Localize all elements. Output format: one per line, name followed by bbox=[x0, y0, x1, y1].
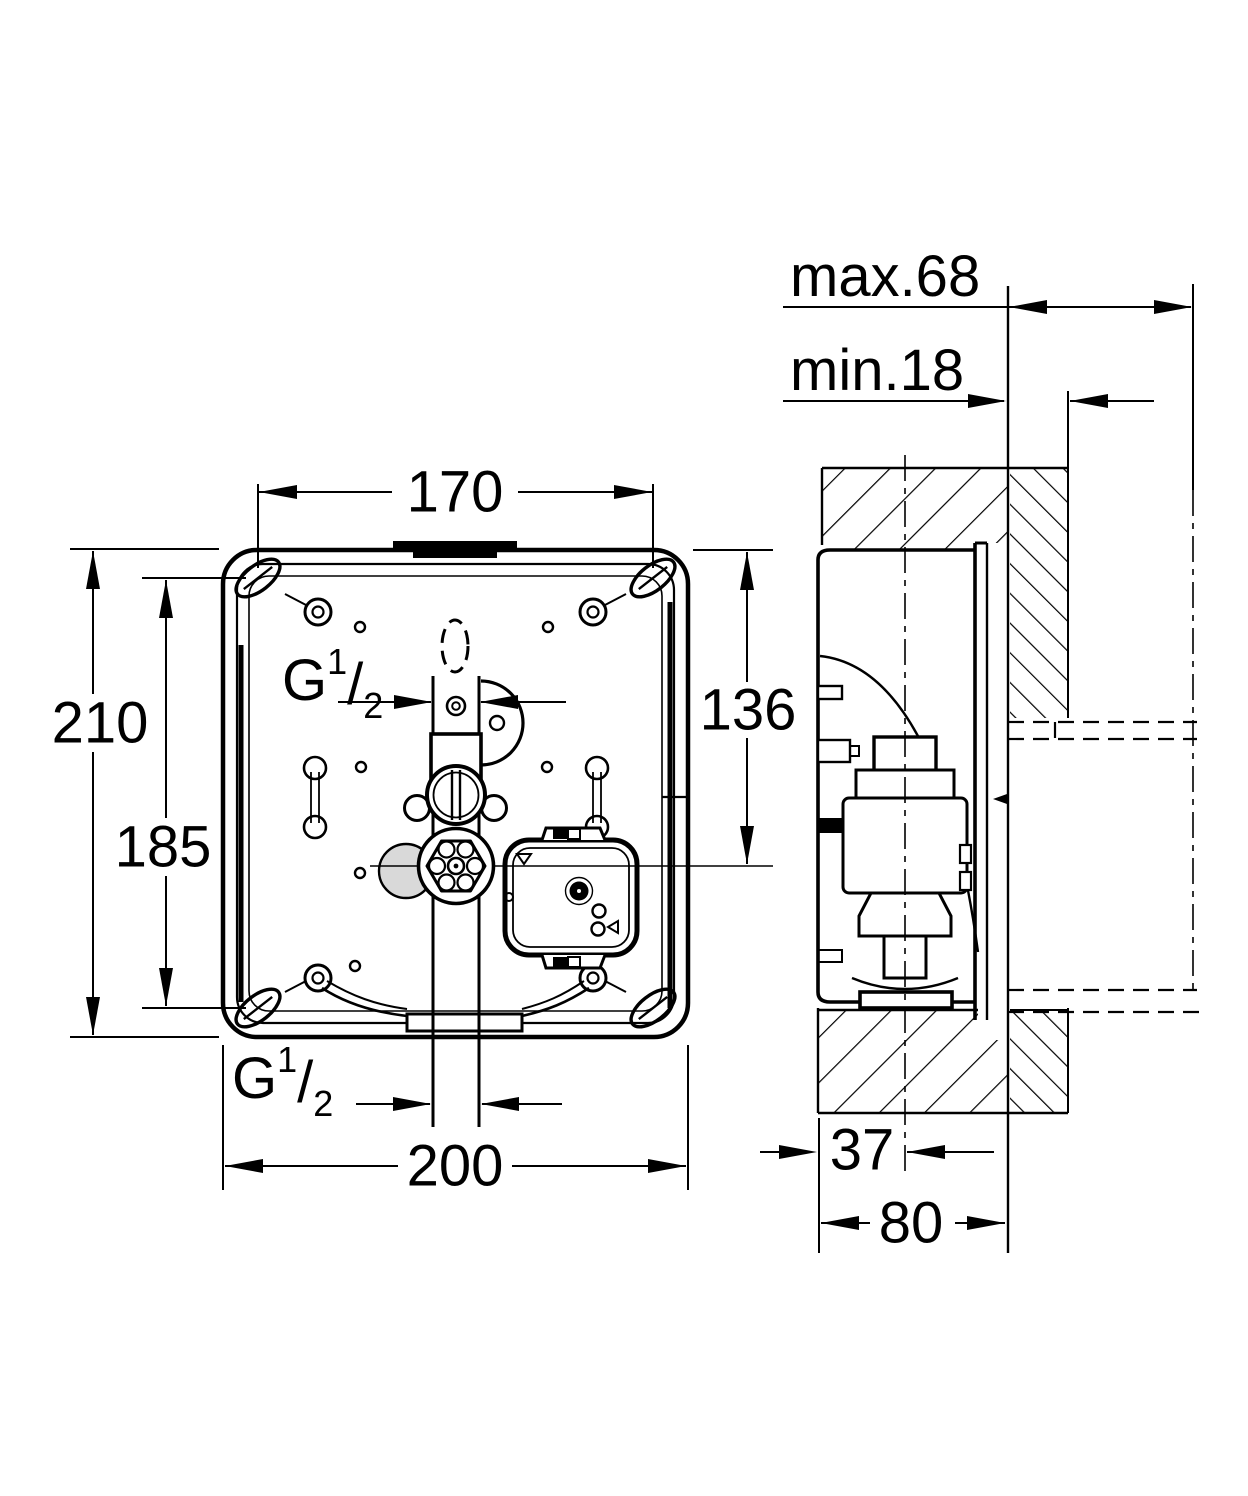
dim-210-label: 210 bbox=[52, 691, 149, 756]
slot-hole bbox=[629, 557, 677, 599]
dim-185: 185 bbox=[115, 577, 246, 1009]
solenoid-unit bbox=[502, 826, 640, 970]
front-view: 170 210 185 bbox=[52, 460, 797, 1199]
connector-tab-bottom bbox=[540, 954, 607, 970]
dim-max68: max.68 bbox=[783, 244, 1192, 314]
screw-boss bbox=[303, 963, 333, 993]
seam-pointer bbox=[993, 794, 1007, 804]
corner-slots bbox=[234, 557, 677, 1029]
orientation-mark bbox=[515, 853, 533, 866]
top-tab bbox=[393, 541, 517, 558]
hex-adjuster bbox=[416, 826, 496, 906]
screw-bosses bbox=[284, 593, 627, 993]
dimensions-side: max.68 min.18 37 bbox=[760, 244, 1192, 1256]
dim-185-label: 185 bbox=[115, 815, 212, 880]
thread-size-label-top: G1/2 bbox=[282, 641, 383, 726]
hidden-pipe bbox=[1008, 720, 1200, 1014]
dim-min18-label: min.18 bbox=[790, 338, 964, 403]
slot-hole bbox=[629, 987, 677, 1029]
dim-200-label: 200 bbox=[407, 1134, 504, 1199]
side-view: max.68 min.18 37 bbox=[760, 244, 1200, 1256]
wall-hatch-top bbox=[822, 468, 1008, 550]
box-section bbox=[816, 541, 1007, 1020]
wall-section bbox=[816, 391, 1069, 1115]
thread-size-label-bottom: G1/2 bbox=[232, 1039, 333, 1124]
dim-min18: min.18 bbox=[783, 338, 1154, 408]
swivel-arc bbox=[480, 679, 525, 767]
arrow-mark bbox=[606, 919, 619, 935]
dim-thread-bottom: G1/2 bbox=[232, 1039, 562, 1124]
slot-hole bbox=[234, 987, 282, 1029]
dim-170-label: 170 bbox=[407, 460, 504, 525]
connector-tab-top bbox=[540, 826, 607, 841]
dim-thread-top: G1/2 bbox=[282, 641, 566, 726]
wall-hatch-bottom bbox=[818, 1010, 1008, 1113]
stop-valve bbox=[425, 764, 487, 826]
dimensions-front: 170 210 185 bbox=[52, 460, 797, 1199]
knockout-oval bbox=[440, 618, 470, 674]
mounting-frame bbox=[220, 541, 691, 1040]
valve-body-section bbox=[841, 735, 973, 991]
finish-hatch-top bbox=[1010, 468, 1068, 718]
slot-hole bbox=[234, 557, 282, 599]
dim-200: 200 bbox=[222, 1045, 689, 1199]
dim-210: 210 bbox=[52, 548, 219, 1038]
screw-boss bbox=[578, 597, 608, 627]
dim-37: 37 bbox=[760, 1118, 994, 1253]
dim-80-label: 80 bbox=[879, 1191, 944, 1256]
finish-hatch-bottom bbox=[1010, 1010, 1068, 1113]
dim-136: 136 bbox=[693, 549, 797, 864]
valve-assembly bbox=[321, 676, 590, 1127]
dim-37-label: 37 bbox=[830, 1118, 895, 1183]
dim-136-label: 136 bbox=[700, 678, 797, 743]
dim-170: 170 bbox=[257, 460, 654, 568]
bottom-lip bbox=[858, 990, 954, 1010]
screw-boss bbox=[303, 597, 333, 627]
dim-max68-label: max.68 bbox=[790, 244, 980, 309]
dumbbell-slot bbox=[584, 755, 610, 840]
dim-80: 80 bbox=[821, 1191, 1005, 1256]
dumbbell-slot bbox=[302, 755, 328, 840]
bottom-bar bbox=[405, 1012, 524, 1033]
panel-holes bbox=[302, 618, 610, 973]
